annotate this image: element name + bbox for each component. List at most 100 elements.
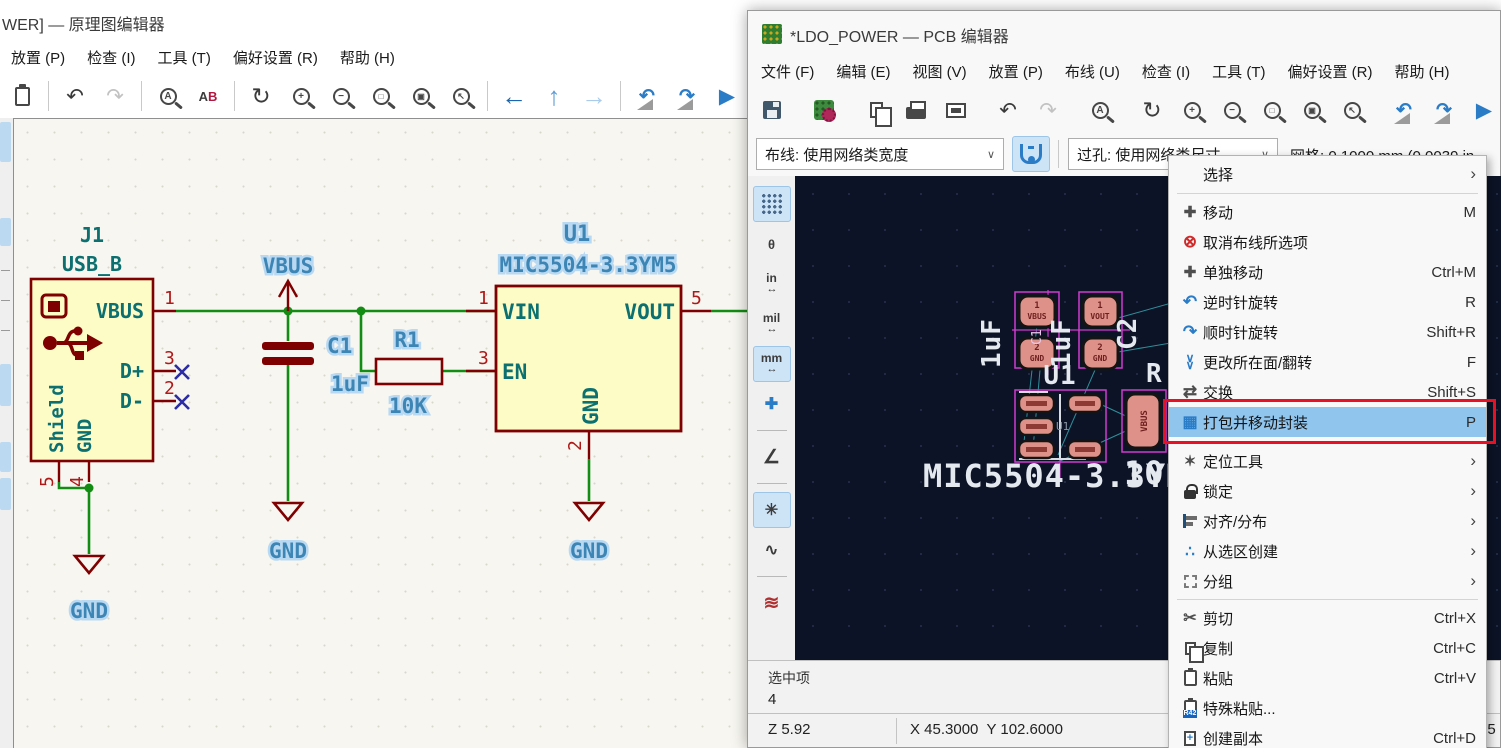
- menu-edit[interactable]: 编辑 (E): [836, 63, 891, 81]
- menu-item-cut[interactable]: ✂ 剪切 Ctrl+X: [1169, 603, 1486, 633]
- rotate-ccw-button[interactable]: ↶: [627, 78, 667, 114]
- zoom-objects-button[interactable]: ▣: [401, 78, 441, 114]
- menu-tools[interactable]: 工具 (T): [1212, 63, 1266, 81]
- nav-back-button[interactable]: ←: [494, 78, 534, 114]
- menu-item-flip[interactable]: ∨∨ 更改所在面/翻转 F: [1169, 347, 1486, 377]
- submenu-arrow-icon: ›: [1470, 571, 1476, 590]
- menu-item-swap[interactable]: ⇄ 交换 Shift+S: [1169, 377, 1486, 407]
- arrow-up-icon: ↑: [547, 80, 561, 111]
- rotate-cw-button[interactable]: ↷: [667, 78, 707, 114]
- refresh-view-button[interactable]: ↻: [1132, 92, 1172, 128]
- units-mm-button[interactable]: mm↔: [752, 346, 791, 382]
- mils-icon: mil: [762, 311, 781, 325]
- free-angle-button[interactable]: ∠: [753, 439, 791, 475]
- zoom-objects-button[interactable]: ▣: [1292, 92, 1332, 128]
- menu-item-duplicate[interactable]: + 创建副本 Ctrl+D: [1169, 723, 1486, 748]
- redo-button[interactable]: ↷: [95, 78, 135, 114]
- menu-preferences[interactable]: 偏好设置 (R): [232, 49, 318, 67]
- undo-button[interactable]: ↶: [55, 78, 95, 114]
- zoom-fit-button[interactable]: □: [1252, 92, 1292, 128]
- save-button[interactable]: [752, 92, 792, 128]
- menu-item-rotate-ccw[interactable]: ↶ 逆时针旋转 R: [1169, 287, 1486, 317]
- menu-view[interactable]: 视图 (V): [912, 63, 967, 81]
- menu-file[interactable]: 文件 (F): [761, 63, 815, 81]
- redo-button[interactable]: ↷: [1028, 92, 1068, 128]
- c1-footprint[interactable]: 1 VBUS 2 GND C1 1uF: [977, 291, 1060, 371]
- menu-item-pack-and-move-footprints[interactable]: ▦ 打包并移动封装 P: [1169, 407, 1486, 437]
- ratsnest-toggle-button[interactable]: ✳: [752, 492, 791, 528]
- zoom-in-button[interactable]: +: [1172, 92, 1212, 128]
- find-button[interactable]: A: [1080, 92, 1120, 128]
- menu-route[interactable]: 布线 (U): [1064, 63, 1120, 81]
- zoom-out-button[interactable]: −: [321, 78, 361, 114]
- zoom-fit-button[interactable]: □: [361, 78, 401, 114]
- menu-item-create-from-selection[interactable]: ∴ 从选区创建 ›: [1169, 536, 1486, 566]
- menu-item-positioning-tools[interactable]: ✶ 定位工具 ›: [1169, 446, 1486, 476]
- grid-toggle-button[interactable]: [752, 186, 791, 222]
- cursor-style-button[interactable]: ✚: [753, 386, 791, 422]
- plot-button[interactable]: [936, 92, 976, 128]
- menu-item-align-distribute[interactable]: 对齐/分布 ›: [1169, 506, 1486, 536]
- zoom-selection-button[interactable]: ↖: [441, 78, 481, 114]
- menu-item-paste[interactable]: 粘贴 Ctrl+V: [1169, 663, 1486, 693]
- menu-help[interactable]: 帮助 (H): [1394, 63, 1450, 81]
- move-icon: ✚: [1183, 204, 1197, 221]
- menu-item-move-individually[interactable]: ✚ 单独移动 Ctrl+M: [1169, 257, 1486, 287]
- zoom-in-button[interactable]: +: [281, 78, 321, 114]
- board-setup-icon: [814, 100, 836, 122]
- menu-place[interactable]: 放置 (P): [988, 63, 1043, 81]
- nav-forward-button[interactable]: →: [574, 78, 614, 114]
- units-inches-button[interactable]: in↔: [766, 271, 777, 295]
- schematic-canvas[interactable]: J1 USB_B VBUS D+ D- Shield GND 1 3 2 5 4: [13, 118, 748, 748]
- menu-item-copy[interactable]: 复制 Ctrl+C: [1169, 633, 1486, 663]
- menu-item-select[interactable]: 选择 ›: [1203, 164, 1476, 184]
- rotate-ccw-button[interactable]: ↶: [1384, 92, 1424, 128]
- highlight-nets-button[interactable]: ≋: [753, 585, 791, 621]
- polar-coords-button[interactable]: θ: [753, 226, 791, 262]
- c1-capacitor[interactable]: C1 1uF: [262, 332, 371, 399]
- c2-footprint[interactable]: 1 VOUT 2 GND 1uF C2: [1047, 291, 1143, 371]
- refresh-view-button[interactable]: ↻: [241, 78, 281, 114]
- menu-help[interactable]: 帮助 (H): [339, 49, 395, 67]
- nav-up-button[interactable]: ↑: [534, 78, 574, 114]
- print-button[interactable]: [896, 92, 936, 128]
- undo-button[interactable]: ↶: [988, 92, 1028, 128]
- r1-footprint[interactable]: VBUS R 10: [1121, 359, 1167, 492]
- menu-inspect[interactable]: 检查 (I): [1141, 63, 1191, 81]
- r1-resistor[interactable]: R1 10K: [374, 326, 444, 421]
- curved-ratsnest-button[interactable]: ∿: [753, 532, 791, 568]
- u1-regulator[interactable]: U1 MIC5504-3.3YM5 VIN VOUT EN GND 1 5 3 …: [466, 220, 711, 459]
- board-setup-button[interactable]: [804, 92, 844, 128]
- menu-inspect[interactable]: 检查 (I): [87, 49, 136, 67]
- find-button[interactable]: A: [148, 78, 188, 114]
- units-mils-button[interactable]: mil↔: [762, 311, 781, 335]
- menu-tools[interactable]: 工具 (T): [157, 49, 211, 67]
- j1-usb-connector[interactable]: J1 USB_B VBUS D+ D- Shield GND 1 3 2 5 4: [29, 223, 190, 487]
- zoom-selection-button[interactable]: ↖: [1332, 92, 1372, 128]
- mirror-button[interactable]: ▶: [707, 78, 747, 114]
- track-width-dropdown[interactable]: 布线: 使用网络类宽度 ∨: [756, 138, 1004, 170]
- mirror-button[interactable]: ▶: [1464, 92, 1501, 128]
- mm-icon: mm: [760, 351, 783, 365]
- menu-item-move[interactable]: ✚ 移动 M: [1169, 197, 1486, 227]
- svg-text:GND: GND: [74, 419, 96, 453]
- menu-preferences[interactable]: 偏好设置 (R): [1287, 63, 1373, 81]
- menu-item-unroute-selected[interactable]: ⊗ 取消布线所选项: [1169, 227, 1486, 257]
- paste-button[interactable]: [2, 78, 42, 114]
- menu-place[interactable]: 放置 (P): [11, 49, 66, 67]
- vbus-power-symbol[interactable]: VBUS: [260, 252, 316, 311]
- menu-item-lock[interactable]: 锁定 ›: [1169, 476, 1486, 506]
- page-settings-button[interactable]: [856, 92, 896, 128]
- svg-text:MIC5504-3.3YM5: MIC5504-3.3YM5: [499, 253, 676, 277]
- svg-text:D-: D-: [120, 389, 144, 413]
- menu-item-grouping[interactable]: 分组 ›: [1169, 566, 1486, 596]
- find-replace-button[interactable]: AB: [188, 78, 228, 114]
- zoom-out-button[interactable]: −: [1212, 92, 1252, 128]
- menu-item-paste-special[interactable]: R42 特殊粘贴...: [1169, 693, 1486, 723]
- u1-footprint[interactable]: U1 U1 MIC5504-3.3YM: [923, 361, 1186, 495]
- svg-text:U1: U1: [1056, 420, 1069, 433]
- rotate-cw-button[interactable]: ↷: [1424, 92, 1464, 128]
- auto-track-width-button[interactable]: [1012, 136, 1050, 172]
- svg-text:VIN: VIN: [502, 300, 540, 324]
- menu-item-rotate-cw[interactable]: ↷ 顺时针旋转 Shift+R: [1169, 317, 1486, 347]
